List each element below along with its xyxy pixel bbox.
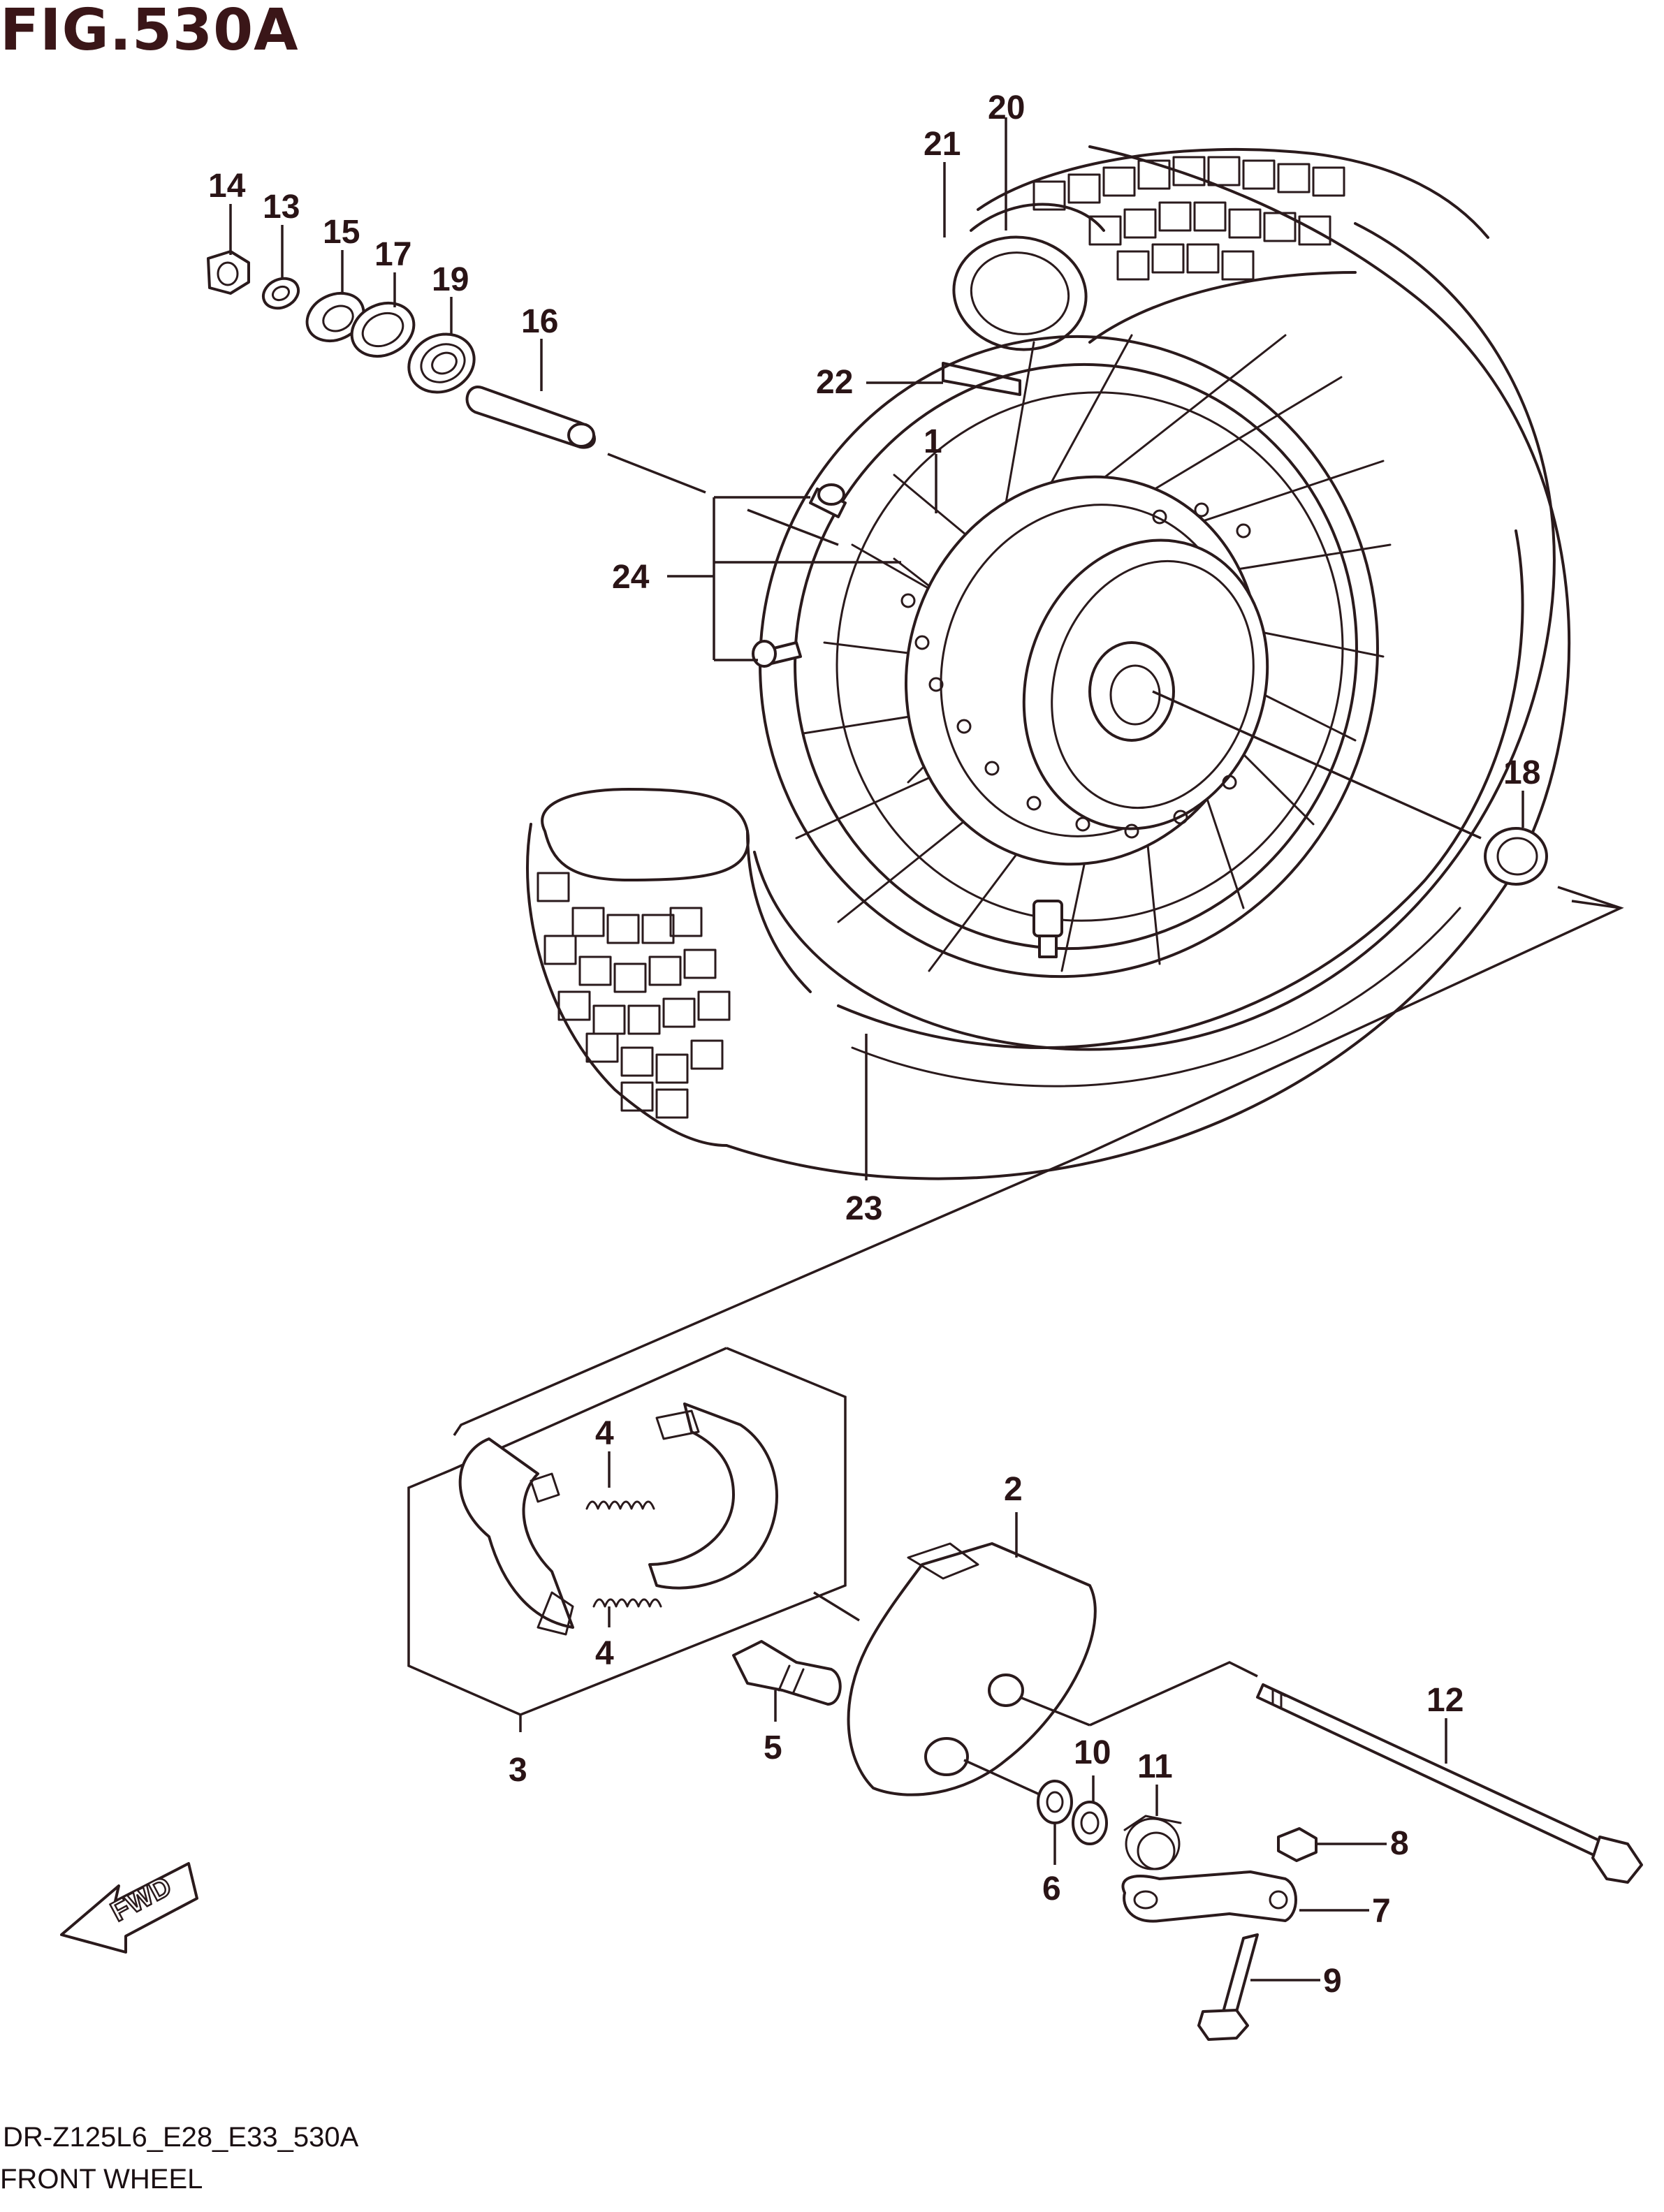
brake-shoe-left[interactable]: [458, 1437, 574, 1636]
diagram-name: FRONT WHEEL: [0, 2164, 203, 2195]
callout-6: 6: [1042, 1870, 1061, 1907]
brake-panel[interactable]: [847, 1542, 1097, 1796]
callout-7: 7: [1372, 1893, 1391, 1930]
callout-13: 13: [263, 189, 300, 226]
callout-2: 2: [1004, 1471, 1023, 1508]
callout-14: 14: [208, 168, 246, 205]
callout-5: 5: [764, 1729, 782, 1766]
callout-24: 24: [612, 559, 650, 596]
callout-20: 20: [988, 89, 1025, 126]
brake-spring[interactable]: [585, 1500, 662, 1608]
return-spring[interactable]: [1123, 1815, 1182, 1870]
axle-cap[interactable]: [207, 250, 250, 295]
callout-10: 10: [1074, 1734, 1111, 1771]
brake-shoe-box: [407, 1347, 847, 1716]
assembly-boundary: [453, 886, 1624, 1436]
callout-1: 1: [924, 423, 942, 460]
washer[interactable]: [258, 273, 303, 314]
spacer[interactable]: [299, 284, 371, 350]
callout-17: 17: [374, 236, 411, 273]
callout-19: 19: [432, 261, 469, 298]
callout-11: 11: [1137, 1748, 1173, 1785]
rim-screws[interactable]: [752, 483, 847, 668]
oil-seal[interactable]: [343, 293, 423, 366]
wheel-hub[interactable]: [856, 430, 1310, 910]
leader-lines: [229, 117, 1524, 1982]
front-axle[interactable]: [1256, 1683, 1643, 1884]
callout-21: 21: [924, 126, 961, 163]
tire[interactable]: [526, 145, 1571, 1180]
brake-cam-lever[interactable]: [1121, 1870, 1297, 1923]
axle-spacer-tube[interactable]: [465, 386, 596, 449]
callout-4b: 4: [595, 1635, 614, 1672]
rim-band[interactable]: [942, 362, 1021, 396]
brake-camshaft[interactable]: [732, 1640, 842, 1706]
figure-title: FIG.530A: [0, 0, 299, 64]
lever-nut[interactable]: [1277, 1827, 1318, 1862]
diagram-code: DR-Z125L6_E28_E33_530A: [3, 2122, 359, 2153]
tire-top-tread[interactable]: [977, 147, 1489, 344]
camshaft-washer[interactable]: [1037, 1780, 1073, 1824]
callout-4a: 4: [595, 1415, 614, 1452]
callout-9: 9: [1323, 1963, 1342, 2000]
callout-22: 22: [816, 364, 853, 401]
callout-12: 12: [1426, 1682, 1464, 1719]
callout-3: 3: [509, 1752, 527, 1789]
bearing-right[interactable]: [1484, 827, 1548, 886]
tube[interactable]: [945, 203, 1105, 360]
bearing-left[interactable]: [400, 323, 484, 402]
camshaft-seal[interactable]: [1072, 1801, 1108, 1845]
brake-shoe-right[interactable]: [648, 1402, 779, 1590]
callout-16: 16: [521, 303, 558, 340]
lever-bolt[interactable]: [1197, 1933, 1259, 2041]
callout-8: 8: [1390, 1825, 1409, 1862]
callout-numbers: 1 2 3 4 4 5 6 7 8 9 10 11 12 13 14 15 16…: [208, 89, 1540, 2000]
screw-bracket: [667, 496, 901, 661]
forward-arrow-icon: FWD: [60, 1862, 198, 1954]
valve-stem: [1032, 900, 1063, 958]
callout-18: 18: [1503, 754, 1540, 791]
callout-23: 23: [845, 1190, 882, 1227]
callout-15: 15: [323, 214, 360, 251]
